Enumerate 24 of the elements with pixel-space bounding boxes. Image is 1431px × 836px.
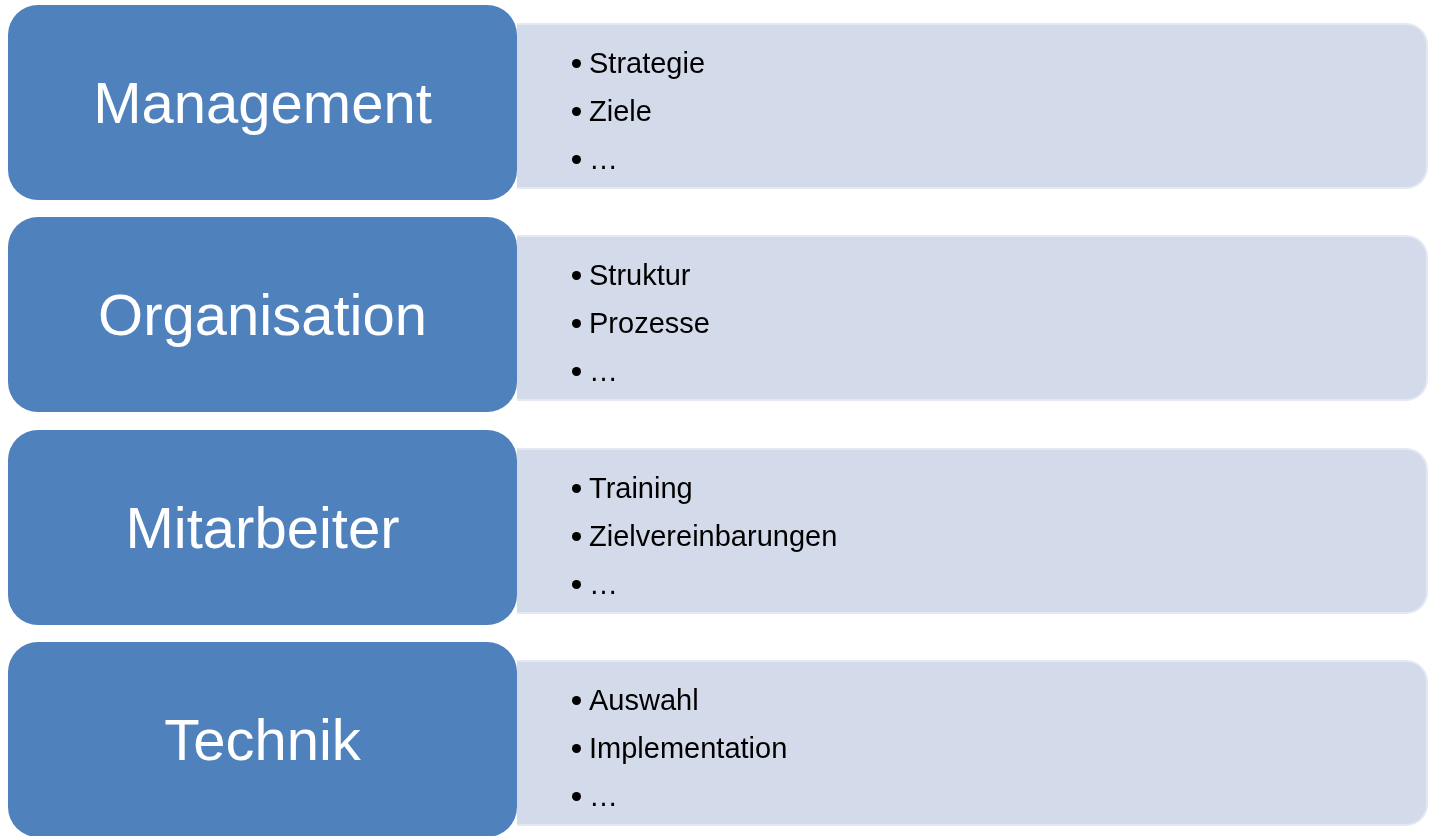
bullet-item: … xyxy=(589,142,618,176)
category-box xyxy=(8,430,517,625)
bullet-item: Ziele xyxy=(589,94,652,128)
detail-panel xyxy=(517,448,1428,614)
bullet-item: Auswahl xyxy=(589,683,699,717)
bullet-item: … xyxy=(589,354,618,388)
category-title: Technik xyxy=(164,707,361,772)
category-box xyxy=(8,642,517,836)
bullet-item: Struktur xyxy=(589,258,691,292)
detail-panel xyxy=(517,235,1428,401)
bullet-item: … xyxy=(589,567,618,601)
bullet-item: Strategie xyxy=(589,46,706,80)
bullet-item: … xyxy=(589,779,618,813)
detail-panel xyxy=(517,23,1428,189)
bullet-item: Zielvereinbarungen xyxy=(589,519,838,553)
category-box xyxy=(8,217,517,412)
bullet-item: Training xyxy=(589,471,693,505)
category-title: Management xyxy=(93,70,432,135)
detail-panel xyxy=(517,660,1428,826)
bullet-item: Implementation xyxy=(589,731,788,765)
category-box xyxy=(8,5,517,200)
bullet-item: Prozesse xyxy=(589,306,710,340)
category-title: Mitarbeiter xyxy=(125,495,400,560)
category-title: Organisation xyxy=(98,282,427,347)
